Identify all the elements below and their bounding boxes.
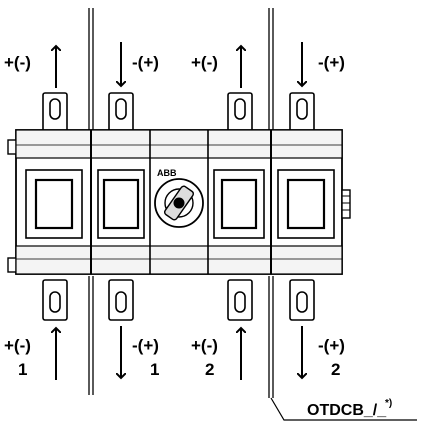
callout: OTDCB_/_ *) — [270, 397, 417, 421]
brand-logo: ABB — [157, 168, 177, 178]
lug-hole — [115, 291, 127, 313]
pole-module — [97, 169, 145, 239]
leader-line — [270, 397, 417, 421]
rotary-mechanism: ABB — [154, 168, 204, 228]
lug-hole — [296, 291, 308, 313]
lug-hole — [49, 291, 61, 313]
terminal-lugs-bottom — [42, 279, 315, 321]
side-connector — [341, 189, 351, 219]
top-polarity-labels: +(-) -(+) +(-) -(+) — [4, 53, 345, 72]
pole-module — [25, 169, 83, 239]
pole-module — [277, 169, 335, 239]
pole-module — [213, 169, 265, 239]
callout-text: OTDCB_/_ — [307, 402, 387, 419]
lug-hole — [234, 98, 246, 120]
polarity-label: -(+) — [132, 53, 159, 72]
pole-modules — [25, 169, 335, 239]
bridging-rods — [88, 8, 274, 398]
bottom-polarity-labels: +(-) 1 -(+) 1 +(-) 2 -(+) 2 — [4, 336, 345, 379]
side-clip-bottom — [7, 257, 17, 273]
lug-hole — [296, 98, 308, 120]
polarity-label: +(-) — [191, 53, 218, 72]
pole-number: 2 — [331, 360, 340, 379]
polarity-label: +(-) — [4, 336, 31, 355]
pole-number: 1 — [18, 360, 27, 379]
polarity-label: +(-) — [4, 53, 31, 72]
lug-hole — [49, 98, 61, 120]
polarity-label: -(+) — [132, 336, 159, 355]
top-current-arrows — [56, 42, 302, 88]
callout-superscript: *) — [385, 398, 392, 409]
side-clip-top — [7, 139, 17, 155]
polarity-label: -(+) — [318, 53, 345, 72]
pole-number: 1 — [150, 360, 159, 379]
lug-hole — [234, 291, 246, 313]
pole-number: 2 — [205, 360, 214, 379]
polarity-label: -(+) — [318, 336, 345, 355]
polarity-label: +(-) — [191, 336, 218, 355]
lug-hole — [115, 98, 127, 120]
bottom-current-arrows — [56, 326, 302, 380]
